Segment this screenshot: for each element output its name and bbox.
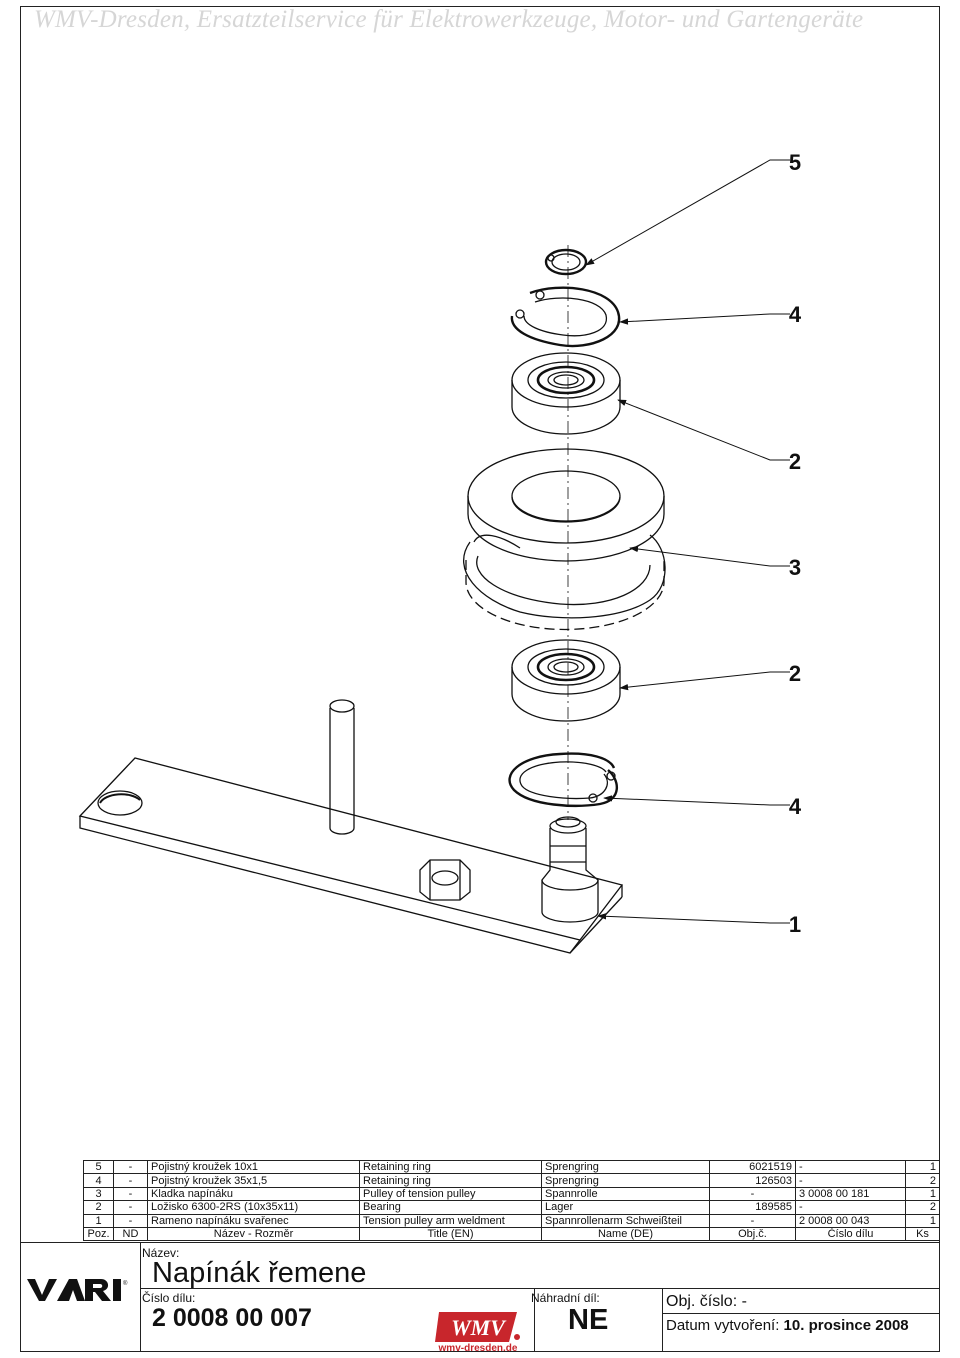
part-no: -: [795, 1173, 906, 1188]
name-de: Spannrollenarm Schweißteil: [541, 1213, 710, 1228]
datum-value: 10. prosince 2008: [783, 1317, 909, 1334]
pos: 1: [83, 1213, 114, 1228]
spare-divider: [534, 1288, 535, 1352]
wmv-logo: WMV: [435, 1312, 520, 1342]
part-1-tension-arm: [78, 699, 624, 954]
name-de: Sprengring: [541, 1159, 710, 1175]
name-cz: Ložisko 6300-2RS (10x35x11): [147, 1200, 360, 1215]
nd: -: [113, 1159, 148, 1175]
pos: 2: [83, 1200, 114, 1215]
qty: 2: [905, 1200, 940, 1215]
name-de: Spannrolle: [541, 1186, 710, 1202]
title-block-top-rule: [20, 1242, 940, 1243]
header-obj-no: Obj.č.: [709, 1226, 796, 1242]
qty: 1: [905, 1186, 940, 1202]
part-no: 2 0008 00 043: [795, 1213, 906, 1228]
callout-4-upper: 4: [788, 302, 802, 327]
title-en: Bearing: [359, 1200, 542, 1215]
pos: 4: [83, 1173, 114, 1188]
parts-row: 2 - Ložisko 6300-2RS (10x35x11) Bearing …: [83, 1200, 940, 1215]
exploded-view-drawing: [78, 159, 790, 954]
part-2-bearing-lower: [511, 639, 621, 722]
name-cz: Kladka napínáku: [147, 1186, 360, 1202]
nd: -: [113, 1173, 148, 1188]
qty: 1: [905, 1159, 940, 1175]
callout-2-upper: 2: [788, 449, 802, 474]
svg-text:WMV: WMV: [451, 1315, 507, 1340]
obj-no: -: [709, 1213, 796, 1228]
name-de: Lager: [541, 1200, 710, 1215]
obj-no: 189585: [709, 1200, 796, 1215]
part-4-retaining-ring-upper: [510, 286, 621, 348]
nazev-label: Název:: [142, 1246, 180, 1260]
name-cz: Pojistný kroužek 35x1,5: [147, 1173, 360, 1188]
leader-lines: [585, 159, 790, 924]
header-name: Název - Rozměr: [147, 1226, 360, 1242]
name-cz: Rameno napínáku svařenec: [147, 1213, 360, 1228]
header-pos: Poz.: [83, 1226, 114, 1242]
obj-no: -: [709, 1186, 796, 1202]
part-4-retaining-ring-lower: [508, 752, 618, 807]
header-part-no: Číslo dílu: [795, 1226, 906, 1242]
nahradni-dil-value: NE: [568, 1304, 609, 1336]
obj-no: 6021519: [709, 1159, 796, 1175]
part-no: -: [795, 1200, 906, 1215]
header-nd: ND: [113, 1226, 148, 1242]
nd: -: [113, 1213, 148, 1228]
nd: -: [113, 1186, 148, 1202]
parts-list: 5 - Pojistný kroužek 10x1 Retaining ring…: [83, 1159, 940, 1242]
drawing-title: Napínák řemene: [152, 1257, 367, 1289]
title-en: Pulley of tension pulley: [359, 1186, 542, 1202]
meta-mid-rule: [662, 1313, 940, 1314]
callout-3: 3: [788, 555, 802, 580]
nd: -: [113, 1200, 148, 1215]
pos: 5: [83, 1159, 114, 1175]
title-block: [20, 1242, 940, 1352]
callout-1: 1: [788, 912, 802, 937]
nahradni-dil-label: Náhradní díl:: [531, 1291, 600, 1305]
meta-divider: [662, 1288, 663, 1352]
watermark: WMV-Dresden, Ersatzteilservice für Elekt…: [34, 6, 864, 33]
callout-4-lower: 4: [788, 794, 802, 819]
obj-no: 126503: [709, 1173, 796, 1188]
part-no: -: [795, 1159, 906, 1175]
title-en: Retaining ring: [359, 1159, 542, 1175]
part-number: 2 0008 00 007: [152, 1304, 312, 1332]
datum-row: Datum vytvoření: 10. prosince 2008: [666, 1317, 909, 1334]
drawing-frame: [20, 6, 940, 1352]
parts-row: 4 - Pojistný kroužek 35x1,5 Retaining ri…: [83, 1173, 940, 1188]
obj-cislo: Obj. číslo: -: [666, 1293, 747, 1310]
qty: 2: [905, 1173, 940, 1188]
parts-row: 5 - Pojistný kroužek 10x1 Retaining ring…: [83, 1159, 940, 1175]
part-3-pulley: [463, 448, 666, 631]
header-title-en: Title (EN): [359, 1226, 542, 1242]
title-en: Tension pulley arm weldment: [359, 1213, 542, 1228]
part-2-bearing-upper: [511, 352, 621, 435]
title-en: Retaining ring: [359, 1173, 542, 1188]
name-de: Sprengring: [541, 1173, 710, 1188]
meta-top-rule: [534, 1288, 940, 1289]
name-cz: Pojistný kroužek 10x1: [147, 1159, 360, 1175]
title-divider: [140, 1288, 534, 1289]
callout-2-lower: 2: [788, 661, 802, 686]
part-5-small-retaining-ring: [544, 248, 588, 276]
pos: 3: [83, 1186, 114, 1202]
part-no: 3 0008 00 181: [795, 1186, 906, 1202]
header-name-de: Name (DE): [541, 1226, 710, 1242]
logo-divider: [140, 1242, 141, 1352]
qty: 1: [905, 1213, 940, 1228]
wmv-url: wmv-dresden.de: [438, 1343, 518, 1354]
vari-logo: ®: [27, 1279, 128, 1301]
parts-header-row: Poz. ND Název - Rozměr Title (EN) Name (…: [83, 1226, 940, 1242]
header-qty: Ks: [905, 1226, 940, 1242]
datum-label: Datum vytvoření:: [666, 1317, 780, 1334]
svg-text:®: ®: [123, 1280, 128, 1287]
cislo-dilu-label: Číslo dílu:: [142, 1291, 196, 1305]
parts-row: 1 - Rameno napínáku svařenec Tension pul…: [83, 1213, 940, 1228]
parts-row: 3 - Kladka napínáku Pulley of tension pu…: [83, 1186, 940, 1202]
callout-5: 5: [788, 150, 802, 175]
